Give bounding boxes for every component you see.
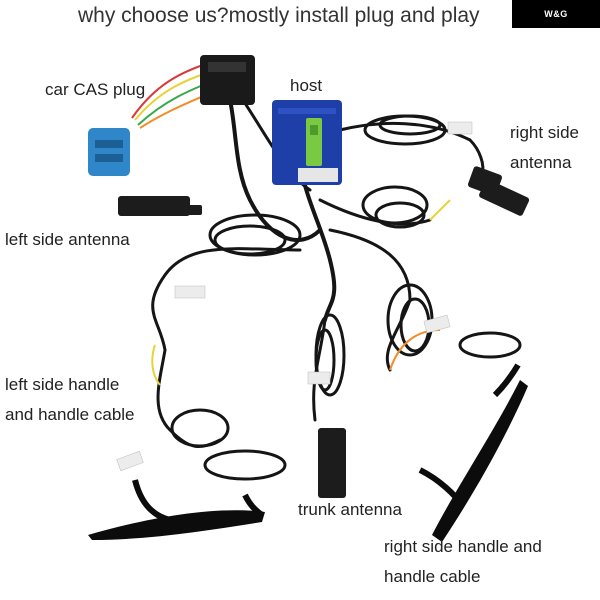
label-left-handle: left side handle and handle cable bbox=[5, 370, 135, 430]
left-antenna-body bbox=[118, 196, 190, 216]
left-handle bbox=[88, 479, 265, 540]
label-car-cas-plug: car CAS plug bbox=[45, 80, 146, 99]
car-cas-plug bbox=[88, 55, 255, 176]
headline: why choose us?mostly install plug and pl… bbox=[78, 4, 480, 27]
label-trunk-antenna: trunk antenna bbox=[298, 500, 402, 519]
label-left-handle-line1: left side handle bbox=[5, 375, 120, 394]
label-left-antenna: left side antenna bbox=[5, 230, 130, 249]
antennas bbox=[118, 166, 530, 498]
host-module bbox=[272, 100, 342, 185]
label-left-handle-line2: and handle cable bbox=[5, 405, 135, 424]
right-handle bbox=[418, 363, 528, 542]
brand-logo: W&G bbox=[512, 0, 600, 28]
label-right-handle-line2: handle cable bbox=[384, 567, 481, 586]
label-right-antenna: right side antenna bbox=[510, 118, 579, 178]
label-right-handle: right side handle and handle cable bbox=[384, 532, 542, 592]
label-right-antenna-line2: antenna bbox=[510, 153, 572, 172]
wire-tags bbox=[116, 121, 473, 472]
cable-coils bbox=[170, 114, 522, 481]
label-host: host bbox=[290, 76, 323, 95]
label-right-antenna-line1: right side bbox=[510, 123, 579, 142]
trunk-antenna-body bbox=[318, 428, 346, 498]
label-right-handle-line1: right side handle and bbox=[384, 537, 542, 556]
